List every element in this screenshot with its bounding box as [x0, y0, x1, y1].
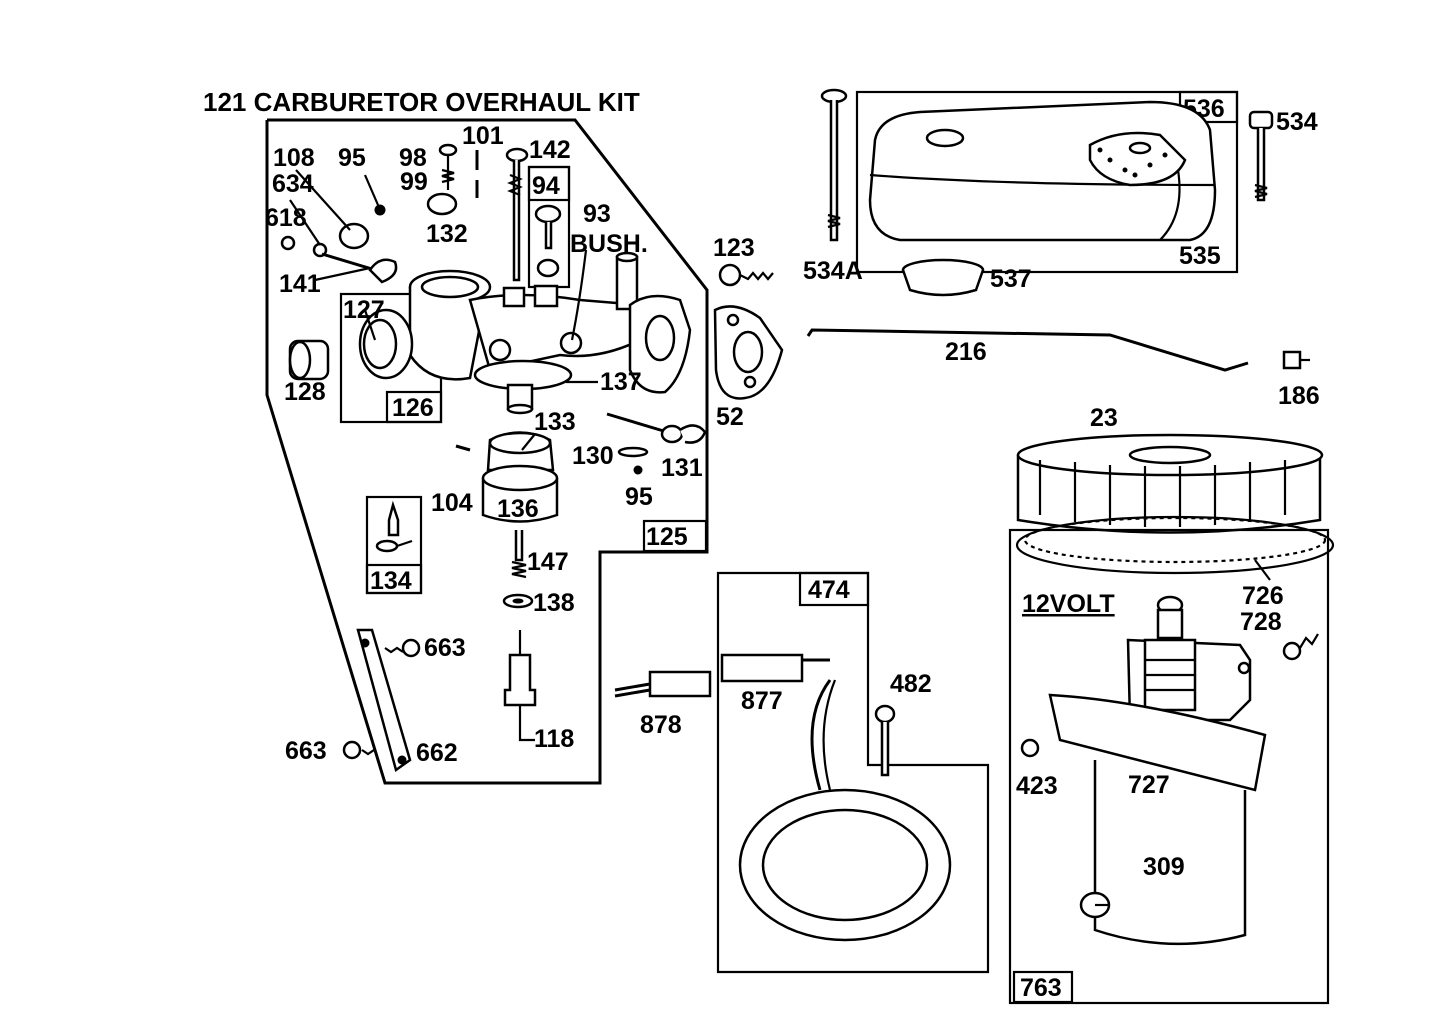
label-98: 98 [399, 144, 427, 172]
label-727: 727 [1128, 771, 1170, 799]
boxed-label-474: 474 [808, 576, 850, 604]
label-728: 728 [1240, 608, 1282, 636]
label-95-bottom: 95 [625, 483, 653, 511]
label-123: 123 [713, 234, 755, 262]
label-101: 101 [462, 122, 504, 150]
carburetor-kit-outline [265, 118, 709, 785]
label-878: 878 [640, 711, 682, 739]
label-133: 133 [534, 408, 576, 436]
stator-coil-icon [738, 679, 952, 942]
boxed-label-94: 94 [532, 172, 560, 200]
boxed-label-126: 126 [392, 394, 434, 422]
label-534: 534 [1276, 108, 1318, 136]
label-877: 877 [741, 687, 783, 715]
part-662-bracket-icon [356, 628, 412, 773]
part-133-136-float-icon [481, 431, 559, 523]
part-663-nut-icon [342, 638, 421, 760]
voltage-note: 12VOLT [1022, 590, 1115, 618]
label-118: 118 [534, 725, 574, 753]
label-142: 142 [529, 136, 571, 164]
boxed-label-125: 125 [646, 523, 688, 551]
part-52-gasket-icon [713, 305, 784, 400]
boxed-label-763: 763 [1020, 974, 1062, 1002]
part-128-icon [288, 339, 330, 381]
part-141-choke-shaft-icon [280, 235, 398, 284]
carburetor-body-icon [358, 251, 692, 415]
part-108-icon [338, 222, 370, 250]
label-136: 136 [497, 495, 539, 523]
label-482: 482 [890, 670, 932, 698]
label-127: 127 [343, 296, 385, 324]
part-98-99-132-icon [426, 143, 458, 216]
label-537: 537 [990, 265, 1032, 293]
part-423-icon [1020, 738, 1040, 758]
kit-title: 121 CARBURETOR OVERHAUL KIT [203, 87, 640, 117]
part-130-131-needle-icon [606, 412, 707, 475]
part-726-ring-gear-icon [1015, 515, 1335, 575]
label-662: 662 [416, 739, 458, 767]
part-482-screw-icon [874, 704, 896, 777]
flywheel-icon [1016, 433, 1324, 534]
part-123-icon [718, 263, 774, 287]
label-141: 141 [279, 270, 321, 298]
boxed-label-134: 134 [370, 567, 412, 595]
label-663-top: 663 [424, 634, 466, 662]
label-423: 423 [1016, 772, 1058, 800]
part-95-icon [374, 204, 386, 216]
label-147: 147 [527, 548, 569, 576]
label-634: 634 [272, 170, 314, 198]
label-535: 535 [1179, 242, 1221, 270]
part-534-bolt-icon [1248, 110, 1274, 202]
label-131: 131 [661, 454, 703, 482]
part-216-rod-icon [806, 328, 1249, 372]
part-878-plug-icon [614, 670, 712, 698]
part-537-cap-icon [901, 258, 985, 297]
label-95-top: 95 [338, 144, 366, 172]
label-726: 726 [1242, 582, 1284, 610]
starter-motor-icon [1048, 595, 1267, 946]
part-534a-bolt-icon [820, 88, 848, 242]
part-142-icon [505, 147, 529, 282]
label-186: 186 [1278, 382, 1320, 410]
label-104: 104 [431, 489, 473, 517]
label-52: 52 [716, 403, 744, 431]
label-534a: 534A [803, 257, 863, 285]
label-137: 137 [600, 368, 642, 396]
label-216: 216 [945, 338, 987, 366]
part-147-138-118-icon [502, 530, 537, 707]
label-138: 138 [533, 589, 575, 617]
part-104-icon [455, 444, 471, 452]
part-877-connector-icon [720, 653, 804, 683]
label-128: 128 [284, 378, 326, 406]
leader-lines [289, 169, 1271, 581]
label-130: 130 [572, 442, 614, 470]
label-618: 618 [265, 204, 307, 232]
label-108: 108 [273, 144, 315, 172]
label-309: 309 [1143, 853, 1185, 881]
group-763-box [1008, 528, 1330, 1005]
bush-note: BUSH. [570, 230, 648, 258]
part-186-icon [1282, 350, 1310, 370]
label-93: 93 [583, 200, 611, 228]
part-728-icon [1282, 633, 1319, 661]
label-23: 23 [1090, 404, 1118, 432]
label-132: 132 [426, 220, 468, 248]
needle-part-icon [387, 500, 400, 537]
label-663-bottom: 663 [285, 737, 327, 765]
label-99: 99 [400, 168, 428, 196]
fuel-tank-icon [868, 100, 1217, 242]
group-536-box [855, 90, 1239, 274]
